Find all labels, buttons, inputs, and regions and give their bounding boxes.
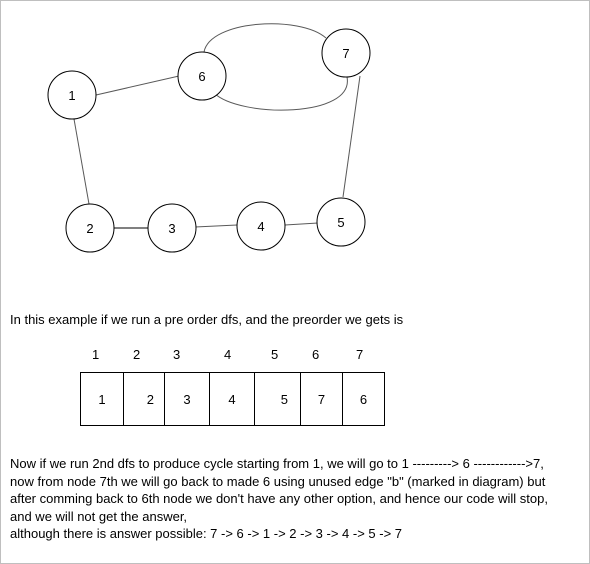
node-6: 6: [177, 51, 227, 101]
node-7-label: 7: [342, 46, 349, 61]
explanation-line: and we will not get the answer,: [10, 508, 188, 524]
explanation-line: now from node 7th we will go back to mad…: [10, 473, 546, 489]
node-1-label: 1: [68, 88, 75, 103]
preorder-cell: 1: [81, 373, 124, 425]
preorder-cell: 7: [301, 373, 343, 425]
preorder-index: 4: [224, 347, 232, 362]
explanation-paragraph: Now if we run 2nd dfs to produce cycle s…: [10, 455, 585, 543]
edge-6-7-upper-arc: [203, 23, 327, 53]
preorder-array: 1 2 3 4 5 7 6: [80, 372, 385, 426]
preorder-cell: 5: [255, 373, 301, 425]
node-2: 2: [65, 203, 115, 253]
edge-7-5: [342, 75, 361, 198]
node-5-label: 5: [337, 215, 344, 230]
explanation-line: Now if we run 2nd dfs to produce cycle s…: [10, 456, 544, 471]
edge-1-2: [73, 118, 90, 205]
node-2-label: 2: [86, 221, 93, 236]
node-4-label: 4: [257, 219, 264, 234]
graph-diagram: 1 6 7 2 3 4 5: [47, 23, 371, 253]
edge-4-5: [284, 222, 319, 226]
node-5: 5: [316, 197, 366, 247]
edge-3-4: [194, 224, 238, 228]
preorder-index: 5: [271, 347, 279, 362]
preorder-cell: 3: [165, 373, 210, 425]
preorder-cell: 4: [210, 373, 255, 425]
node-4: 4: [236, 201, 286, 251]
node-7: 7: [321, 28, 371, 78]
node-3-label: 3: [168, 221, 175, 236]
preorder-index: 7: [356, 347, 364, 362]
node-3: 3: [147, 203, 197, 253]
preorder-index: 1: [92, 347, 100, 362]
explanation-line: after comming back to 6th node we don't …: [10, 491, 548, 506]
preorder-cell: 2: [124, 373, 165, 425]
node-6-label: 6: [198, 69, 205, 84]
preorder-index: 2: [133, 347, 141, 362]
edge-1-6: [95, 75, 180, 96]
intro-text: In this example if we run a pre order df…: [10, 312, 404, 327]
preorder-index: 3: [173, 347, 181, 362]
explanation-line: although there is answer possible: 7 -> …: [10, 526, 403, 541]
preorder-index: 6: [312, 347, 320, 362]
edge-6-7-lower-arc: [213, 76, 348, 111]
node-1: 1: [47, 70, 97, 120]
preorder-cell: 6: [359, 391, 368, 407]
